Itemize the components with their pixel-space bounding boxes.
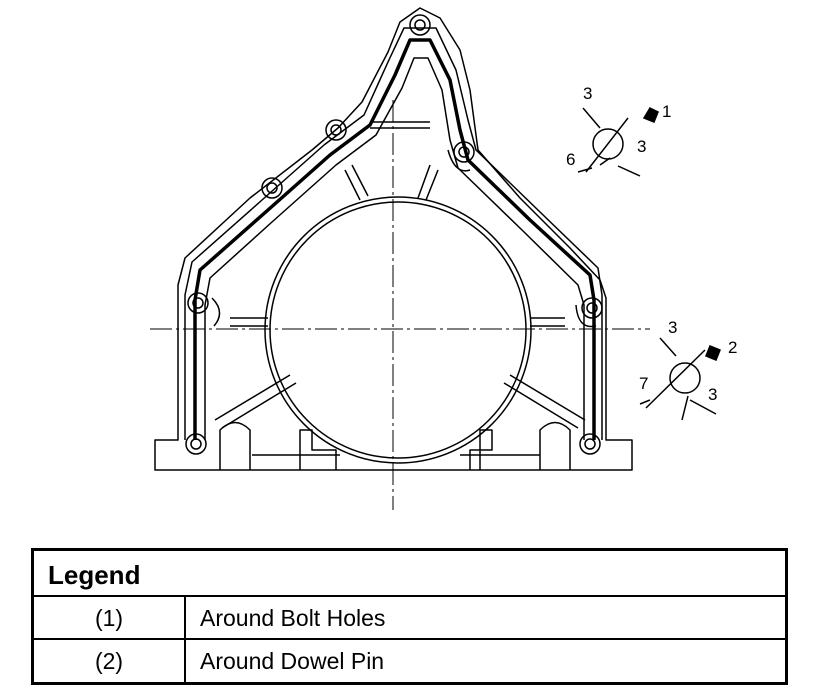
legend-desc: Around Bolt Holes — [200, 605, 386, 631]
detail-2-right: 3 — [708, 385, 717, 404]
legend-key: (1) — [34, 597, 186, 638]
legend-table: Legend (1) Around Bolt Holes (2) Around … — [31, 548, 788, 685]
main-bore — [269, 201, 527, 459]
housing-outline — [154, 7, 633, 471]
detail-1-left: 6 — [566, 150, 575, 169]
detail-1-callout — [577, 107, 659, 177]
detail-1-top: 3 — [583, 84, 592, 103]
sealant-bead — [193, 38, 596, 440]
detail-2-callout — [639, 337, 721, 421]
detail-2-ref: 2 — [728, 338, 737, 357]
centerlines — [150, 100, 650, 510]
detail-2-top: 3 — [668, 318, 677, 337]
legend-key: (2) — [34, 640, 186, 682]
bolt-holes — [185, 14, 603, 455]
legend-row: (1) Around Bolt Holes — [34, 597, 785, 640]
legend-title: Legend — [34, 551, 785, 597]
detail-1-right: 3 — [637, 137, 646, 156]
legend-desc: Around Dowel Pin — [200, 648, 385, 674]
detail-1-ref: 1 — [662, 102, 671, 121]
detail-2-left: 7 — [639, 374, 648, 393]
legend-row: (2) Around Dowel Pin — [34, 640, 785, 682]
cover-diagram: 1 3 3 6 2 3 3 7 — [150, 7, 737, 510]
